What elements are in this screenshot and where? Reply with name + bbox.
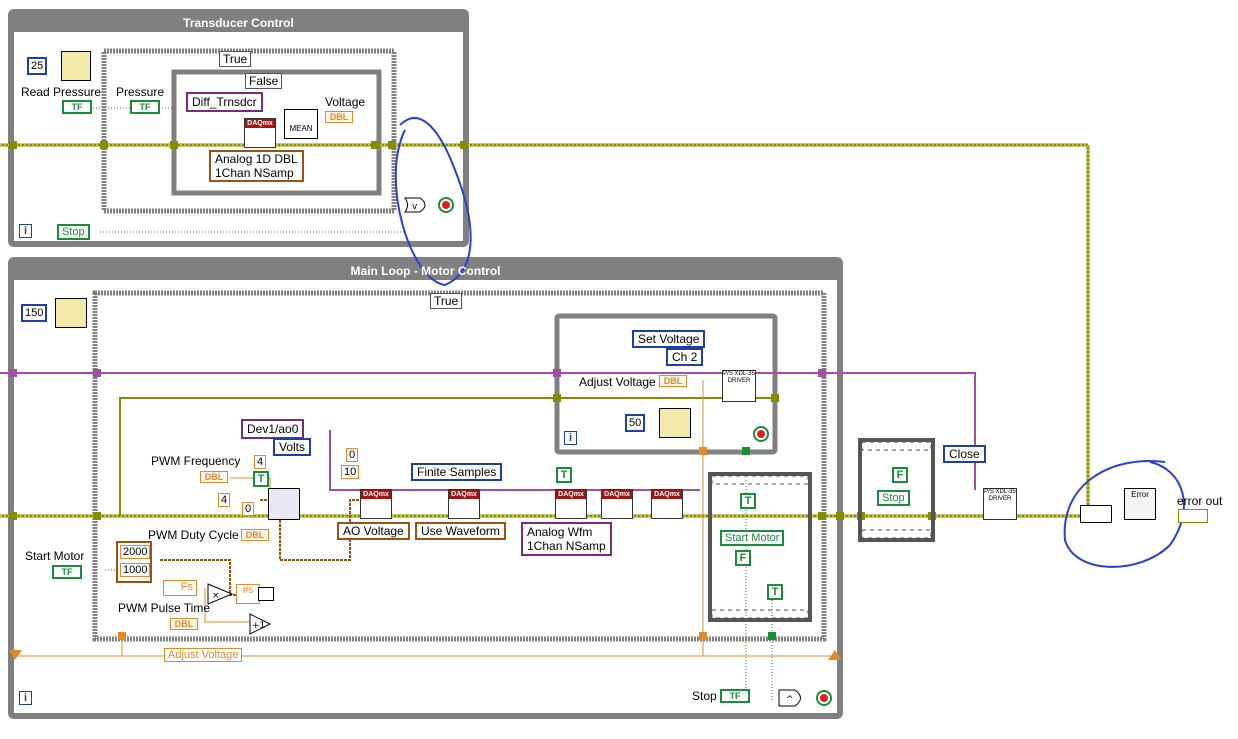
voltage-label: Voltage [325,95,366,109]
const-0-mid[interactable]: 0 [242,502,255,516]
stop-label: Stop [692,689,717,703]
start-motor-local-variable[interactable]: Start Motor [720,530,785,546]
simple-error-handler-icon: Error [1124,488,1156,520]
finite-samples-enum[interactable]: Finite Samples [411,463,503,481]
units-enum[interactable]: Volts [273,438,312,456]
pwm-duty-cycle-terminal[interactable]: DBL [241,529,269,541]
pressure-label: Pressure [116,85,165,99]
channel-constant[interactable]: Diff_Trnsdcr [186,92,263,112]
false-constant-2[interactable]: F [892,467,908,483]
true-constant-3[interactable]: T [740,493,756,509]
pressure-terminal[interactable]: TF [130,100,160,114]
fs-unbundle: Fs [163,580,197,596]
voltage-indicator[interactable]: DBL [325,111,353,123]
build-array-icon [258,587,274,601]
daqmx-wait-icon: DAQmx [601,489,633,519]
stop-local-write[interactable]: Stop [877,490,910,506]
daqmx-clear-icon: DAQmx [651,489,683,519]
ps-driver-close-icon: P/S XDL-35 DRIVER [983,488,1017,520]
channel-enum[interactable]: Ch 2 [666,348,704,366]
daqmx-read-icon: DAQmx [244,118,276,148]
adjust-voltage-terminal[interactable]: DBL [659,375,687,387]
basic-function-generator-icon [268,488,300,520]
pwm-frequency-label: PWM Frequency [151,454,241,468]
case-selector-true[interactable]: True [219,51,252,67]
use-waveform-ring[interactable]: Use Waveform [415,522,506,540]
main-iteration-terminal: i [19,691,32,705]
svg-text:+1: +1 [252,621,265,631]
main-loop-title: Main Loop - Motor Control [350,264,501,278]
close-enum[interactable]: Close [943,445,986,463]
svg-text:^: ^ [786,695,794,705]
read-pressure-terminal[interactable]: TF [62,100,92,114]
start-motor-label: Start Motor [25,549,85,563]
pwm-pulse-time-label: PWM Pulse Time [118,601,211,615]
main-wait-constant[interactable]: 150 [21,304,48,322]
true-constant-4[interactable]: T [767,584,783,600]
svg-text:×: × [212,591,220,601]
pwm-freq-const[interactable]: 4 [254,455,267,469]
analog-read-mode[interactable]: Analog 1D DBL 1Chan NSamp [209,150,304,182]
main-case-selector[interactable]: True [430,293,463,309]
mean-function: MEAN [284,109,318,139]
const-10[interactable]: 10 [341,465,360,479]
const-0-top[interactable]: 0 [346,448,359,462]
main-wait-timer-icon [55,298,87,328]
inner-wait-timer-icon [659,408,691,438]
sharp-s-function: #s [236,584,260,604]
case-selector-false[interactable]: False [245,73,283,89]
svg-text:v: v [412,202,418,212]
daqmx-write-icon: DAQmx [555,489,587,519]
adjust-voltage-label: Adjust Voltage [579,375,656,389]
read-pressure-label: Read Pressure [21,85,102,99]
stop-terminal[interactable]: TF [720,689,750,703]
inner-wait-constant[interactable]: 50 [625,414,646,432]
ps-driver-set-icon: P/S XDL-35 DRIVER [722,370,756,402]
array-element-1[interactable]: 1000 [120,563,151,577]
adjust-voltage-local-variable[interactable]: Adjust Voltage [164,648,243,662]
pulse-array-constant: 2000 1000 [116,541,152,583]
true-constant-2[interactable]: T [556,467,572,483]
device-constant[interactable]: Dev1/ao0 [241,419,305,439]
start-motor-terminal[interactable]: TF [52,565,82,579]
pwm-frequency-terminal[interactable]: DBL [200,471,228,483]
analog-wfm-write-mode[interactable]: Analog Wfm 1Chan NSamp [521,522,612,556]
set-voltage-enum[interactable]: Set Voltage [632,330,706,348]
stop-local-variable[interactable]: Stop [57,224,90,240]
array-element-0[interactable]: 2000 [120,545,151,559]
error-out-label: error out [1177,494,1223,508]
true-constant-1[interactable]: T [253,471,269,487]
ao-voltage-ring[interactable]: AO Voltage [337,522,410,540]
iteration-terminal: i [19,224,32,238]
wait-ms-constant[interactable]: 25 [27,57,48,75]
pwm-duty-cycle-label: PWM Duty Cycle [148,528,239,542]
pwm-pulse-time-terminal[interactable]: DBL [170,618,198,630]
transducer-loop-title: Transducer Control [183,16,294,30]
daqmx-create-channel-icon: DAQmx [360,489,392,519]
inner-iteration-terminal: i [564,431,577,445]
const-4[interactable]: 4 [218,493,231,507]
false-constant-1[interactable]: F [735,550,751,566]
daqmx-timing-icon: DAQmx [448,489,480,519]
merge-errors-icon [1080,505,1112,523]
error-out-indicator[interactable] [1178,509,1208,523]
wait-timer-icon [61,51,91,81]
